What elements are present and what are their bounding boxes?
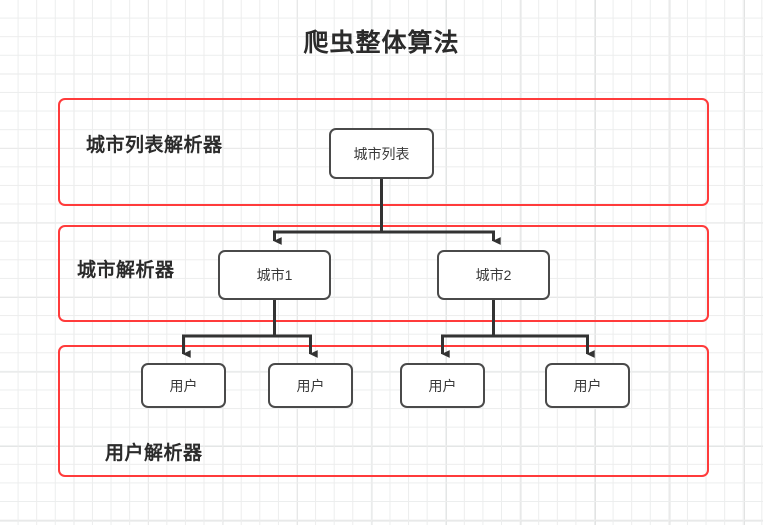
- node-city-list[interactable]: 城市列表: [329, 128, 434, 179]
- group-label-user-parser: 用户解析器: [105, 443, 203, 464]
- group-user-parser[interactable]: [58, 345, 709, 477]
- node-city-2[interactable]: 城市2: [437, 250, 550, 300]
- node-city-1[interactable]: 城市1: [218, 250, 331, 300]
- node-user-2[interactable]: 用户: [268, 363, 353, 408]
- node-user-1[interactable]: 用户: [141, 363, 226, 408]
- node-user-3[interactable]: 用户: [400, 363, 485, 408]
- group-label-city-list-parser: 城市列表解析器: [86, 135, 223, 156]
- node-user-4[interactable]: 用户: [545, 363, 630, 408]
- page-title: 爬虫整体算法: [303, 29, 460, 57]
- group-label-city-parser: 城市解析器: [77, 260, 175, 281]
